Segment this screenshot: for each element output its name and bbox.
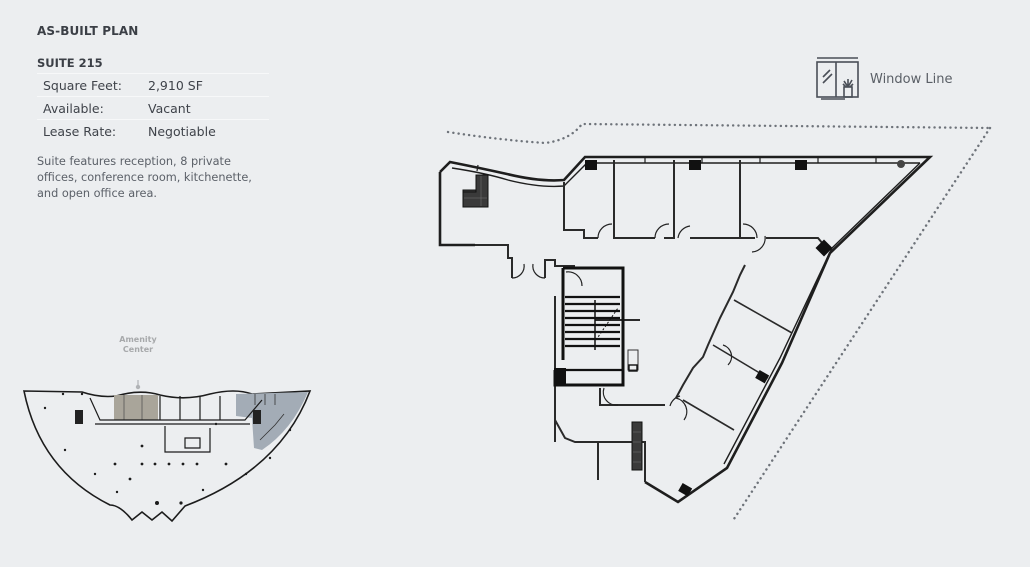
spec-label: Lease Rate: — [43, 123, 117, 139]
spec-value: Vacant — [142, 96, 269, 120]
info-panel: AS-BUILT PLAN SUITE 215 Square Feet: 2,9… — [37, 24, 269, 202]
window-line — [446, 122, 992, 524]
amenity-callout-line2: Center — [122, 345, 154, 354]
spec-table: Square Feet: 2,910 SF Available: Vacant … — [37, 74, 269, 142]
key-plan — [23, 380, 312, 523]
spec-row: Square Feet: 2,910 SF — [37, 74, 269, 97]
legend: Window Line — [815, 55, 952, 104]
spec-value: 2,910 SF — [142, 74, 269, 97]
spec-label: Available: — [37, 96, 142, 120]
suite-description: Suite features reception, 8 private offi… — [37, 155, 252, 200]
page-title: AS-BUILT PLAN — [37, 24, 139, 38]
spec-label: Square Feet: — [37, 74, 142, 97]
spec-value: Negotiable — [148, 123, 216, 139]
amenity-callout: Amenity Center — [108, 335, 168, 355]
suite-title: SUITE 215 — [37, 56, 269, 74]
amenity-callout-line1: Amenity — [119, 335, 157, 344]
spec-row: Available: Vacant — [37, 96, 269, 120]
legend-label: Window Line — [870, 72, 953, 87]
window-icon — [815, 55, 860, 104]
spec-row: Lease Rate: Negotiable — [37, 120, 269, 143]
